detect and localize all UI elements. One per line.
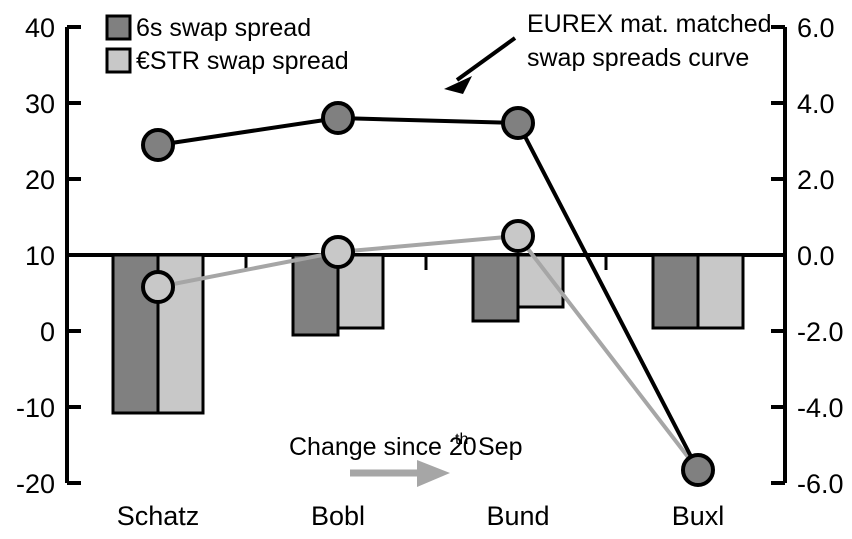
category-label-bobl: Bobl <box>311 501 365 531</box>
markers-eurex-swap-spreads <box>141 101 715 487</box>
marker-change-bund <box>501 219 535 253</box>
right-tick-label-m4: -4.0 <box>797 393 844 423</box>
category-label-schatz: Schatz <box>117 501 200 531</box>
right-tick-label-2: 2.0 <box>797 165 835 195</box>
marker-eurex-bund <box>501 106 535 140</box>
left-tick-label-m20: -20 <box>16 469 55 499</box>
category-label-buxl: Buxl <box>672 501 725 531</box>
bar-group-bund <box>471 253 565 323</box>
bar-6s-schatz <box>111 253 160 415</box>
bar-estr-buxl <box>696 253 745 330</box>
marker-eurex-bobl <box>321 101 355 135</box>
annotation-change-superscript: th <box>455 431 468 448</box>
left-tick-label-30: 30 <box>25 89 55 119</box>
annotation-change-arrow-head <box>417 460 450 487</box>
left-axis-tick-labels: 40 30 20 10 0 -10 -20 <box>16 13 55 499</box>
annotation-eurex-curve: EUREX mat. matched swap spreads curve <box>444 10 772 94</box>
bar-6s-bund <box>471 253 520 323</box>
legend-label-6s: 6s swap spread <box>136 14 311 42</box>
annotation-change-text-before: Change since 20 <box>289 433 477 461</box>
right-axis-tick-labels: 6.0 4.0 2.0 0.0 -2.0 -4.0 -6.0 <box>797 13 844 499</box>
marker-eurex-schatz <box>141 128 175 162</box>
bar-estr-bund <box>516 253 565 309</box>
left-tick-label-20: 20 <box>25 165 55 195</box>
right-tick-label-6: 6.0 <box>797 13 835 43</box>
category-axis-labels: Schatz Bobl Bund Buxl <box>117 501 725 531</box>
right-tick-label-m2: -2.0 <box>797 317 844 347</box>
annotation-change-since-sep: Change since 20 th Sep <box>289 431 522 487</box>
markers-change-since-sep <box>141 219 535 304</box>
marker-change-schatz <box>141 270 175 304</box>
annotation-eurex-arrow-shaft <box>455 36 517 82</box>
right-tick-label-0: 0.0 <box>797 241 835 271</box>
category-label-bund: Bund <box>486 501 549 531</box>
left-tick-label-0: 0 <box>40 317 55 347</box>
annotation-eurex-arrow-head <box>444 76 472 94</box>
legend-swatch-6s <box>105 14 132 41</box>
series-line-change-since-sep <box>157 233 700 472</box>
marker-change-bobl <box>321 235 355 269</box>
left-tick-label-10: 10 <box>25 241 55 271</box>
bar-6s-buxl <box>651 253 700 330</box>
chart-legend: 6s swap spread €STR swap spread <box>105 14 349 75</box>
annotation-eurex-line1: EUREX mat. matched <box>527 10 772 38</box>
left-tick-label-40: 40 <box>25 13 55 43</box>
legend-swatch-estr <box>105 47 132 74</box>
bar-group-buxl <box>651 253 745 330</box>
left-tick-label-m10: -10 <box>16 393 55 423</box>
annotation-eurex-line2: swap spreads curve <box>527 44 749 72</box>
series-line-eurex-swap-spreads <box>157 115 700 471</box>
marker-eurex-buxl <box>681 453 715 487</box>
legend-label-estr: €STR swap spread <box>136 47 349 75</box>
right-tick-label-m6: -6.0 <box>797 469 844 499</box>
right-tick-label-4: 4.0 <box>797 89 835 119</box>
annotation-change-text-after: Sep <box>478 433 522 461</box>
category-boundary-ticks <box>244 255 608 270</box>
